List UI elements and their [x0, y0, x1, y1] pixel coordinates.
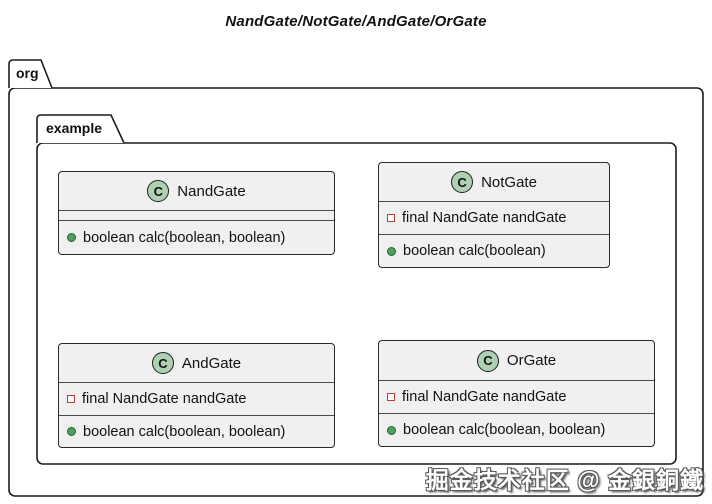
example-package-tab	[36, 114, 125, 144]
fields-section: final NandGate nandGate	[379, 380, 654, 413]
class-icon: C	[451, 171, 474, 193]
org-package-tab	[8, 59, 53, 89]
field-text: final NandGate nandGate	[402, 210, 567, 226]
class-icon: C	[151, 352, 174, 374]
methods-section: boolean calc(boolean, boolean)	[59, 220, 334, 254]
package-label-example: example	[46, 120, 103, 136]
class-name: NotGate	[481, 173, 537, 191]
field-text: final NandGate nandGate	[82, 391, 247, 407]
method-visibility-icon	[67, 427, 76, 436]
package-label-org: org	[16, 65, 39, 81]
watermark: 掘金技术社区 @ 金銀銅鐵	[425, 467, 704, 493]
field-visibility-icon	[67, 395, 75, 403]
method-text: boolean calc(boolean)	[403, 243, 546, 259]
method-row: boolean calc(boolean, boolean)	[59, 416, 334, 447]
class-box-nandgate: C NandGate boolean calc(boolean, boolean…	[58, 171, 335, 255]
fields-section: final NandGate nandGate	[59, 382, 334, 415]
class-box-andgate: C AndGate final NandGate nandGate boolea…	[58, 343, 335, 448]
method-visibility-icon	[67, 233, 76, 242]
method-text: boolean calc(boolean, boolean)	[83, 423, 286, 440]
methods-section: boolean calc(boolean, boolean)	[379, 413, 654, 446]
fields-section-empty	[59, 210, 334, 220]
method-row: boolean calc(boolean, boolean)	[379, 414, 654, 446]
method-text: boolean calc(boolean, boolean)	[83, 229, 286, 246]
class-icon: C	[476, 349, 499, 372]
method-row: boolean calc(boolean)	[379, 235, 609, 267]
field-row: final NandGate nandGate	[59, 383, 334, 415]
field-row: final NandGate nandGate	[379, 381, 654, 413]
method-visibility-icon	[387, 425, 396, 435]
class-header: C NotGate	[379, 163, 609, 201]
field-visibility-icon	[387, 393, 395, 401]
fields-section: final NandGate nandGate	[379, 201, 609, 234]
class-header: C NandGate	[59, 172, 334, 210]
class-box-orgate: C OrGate final NandGate nandGate boolean…	[378, 340, 655, 447]
method-row: boolean calc(boolean, boolean)	[59, 221, 334, 254]
class-header: C OrGate	[379, 341, 654, 380]
methods-section: boolean calc(boolean)	[379, 234, 609, 267]
class-name: AndGate	[181, 354, 242, 372]
class-box-notgate: C NotGate final NandGate nandGate boolea…	[378, 162, 610, 268]
diagram-title: NandGate/NotGate/AndGate/OrGate	[225, 13, 487, 30]
class-name: OrGate	[506, 352, 557, 369]
field-visibility-icon	[387, 214, 395, 222]
method-text: boolean calc(boolean, boolean)	[403, 422, 606, 438]
class-icon: C	[147, 180, 170, 202]
class-name: NandGate	[177, 182, 246, 200]
class-header: C AndGate	[59, 344, 334, 382]
field-row: final NandGate nandGate	[379, 202, 609, 234]
methods-section: boolean calc(boolean, boolean)	[59, 415, 334, 447]
method-visibility-icon	[387, 246, 396, 256]
field-text: final NandGate nandGate	[402, 389, 567, 405]
